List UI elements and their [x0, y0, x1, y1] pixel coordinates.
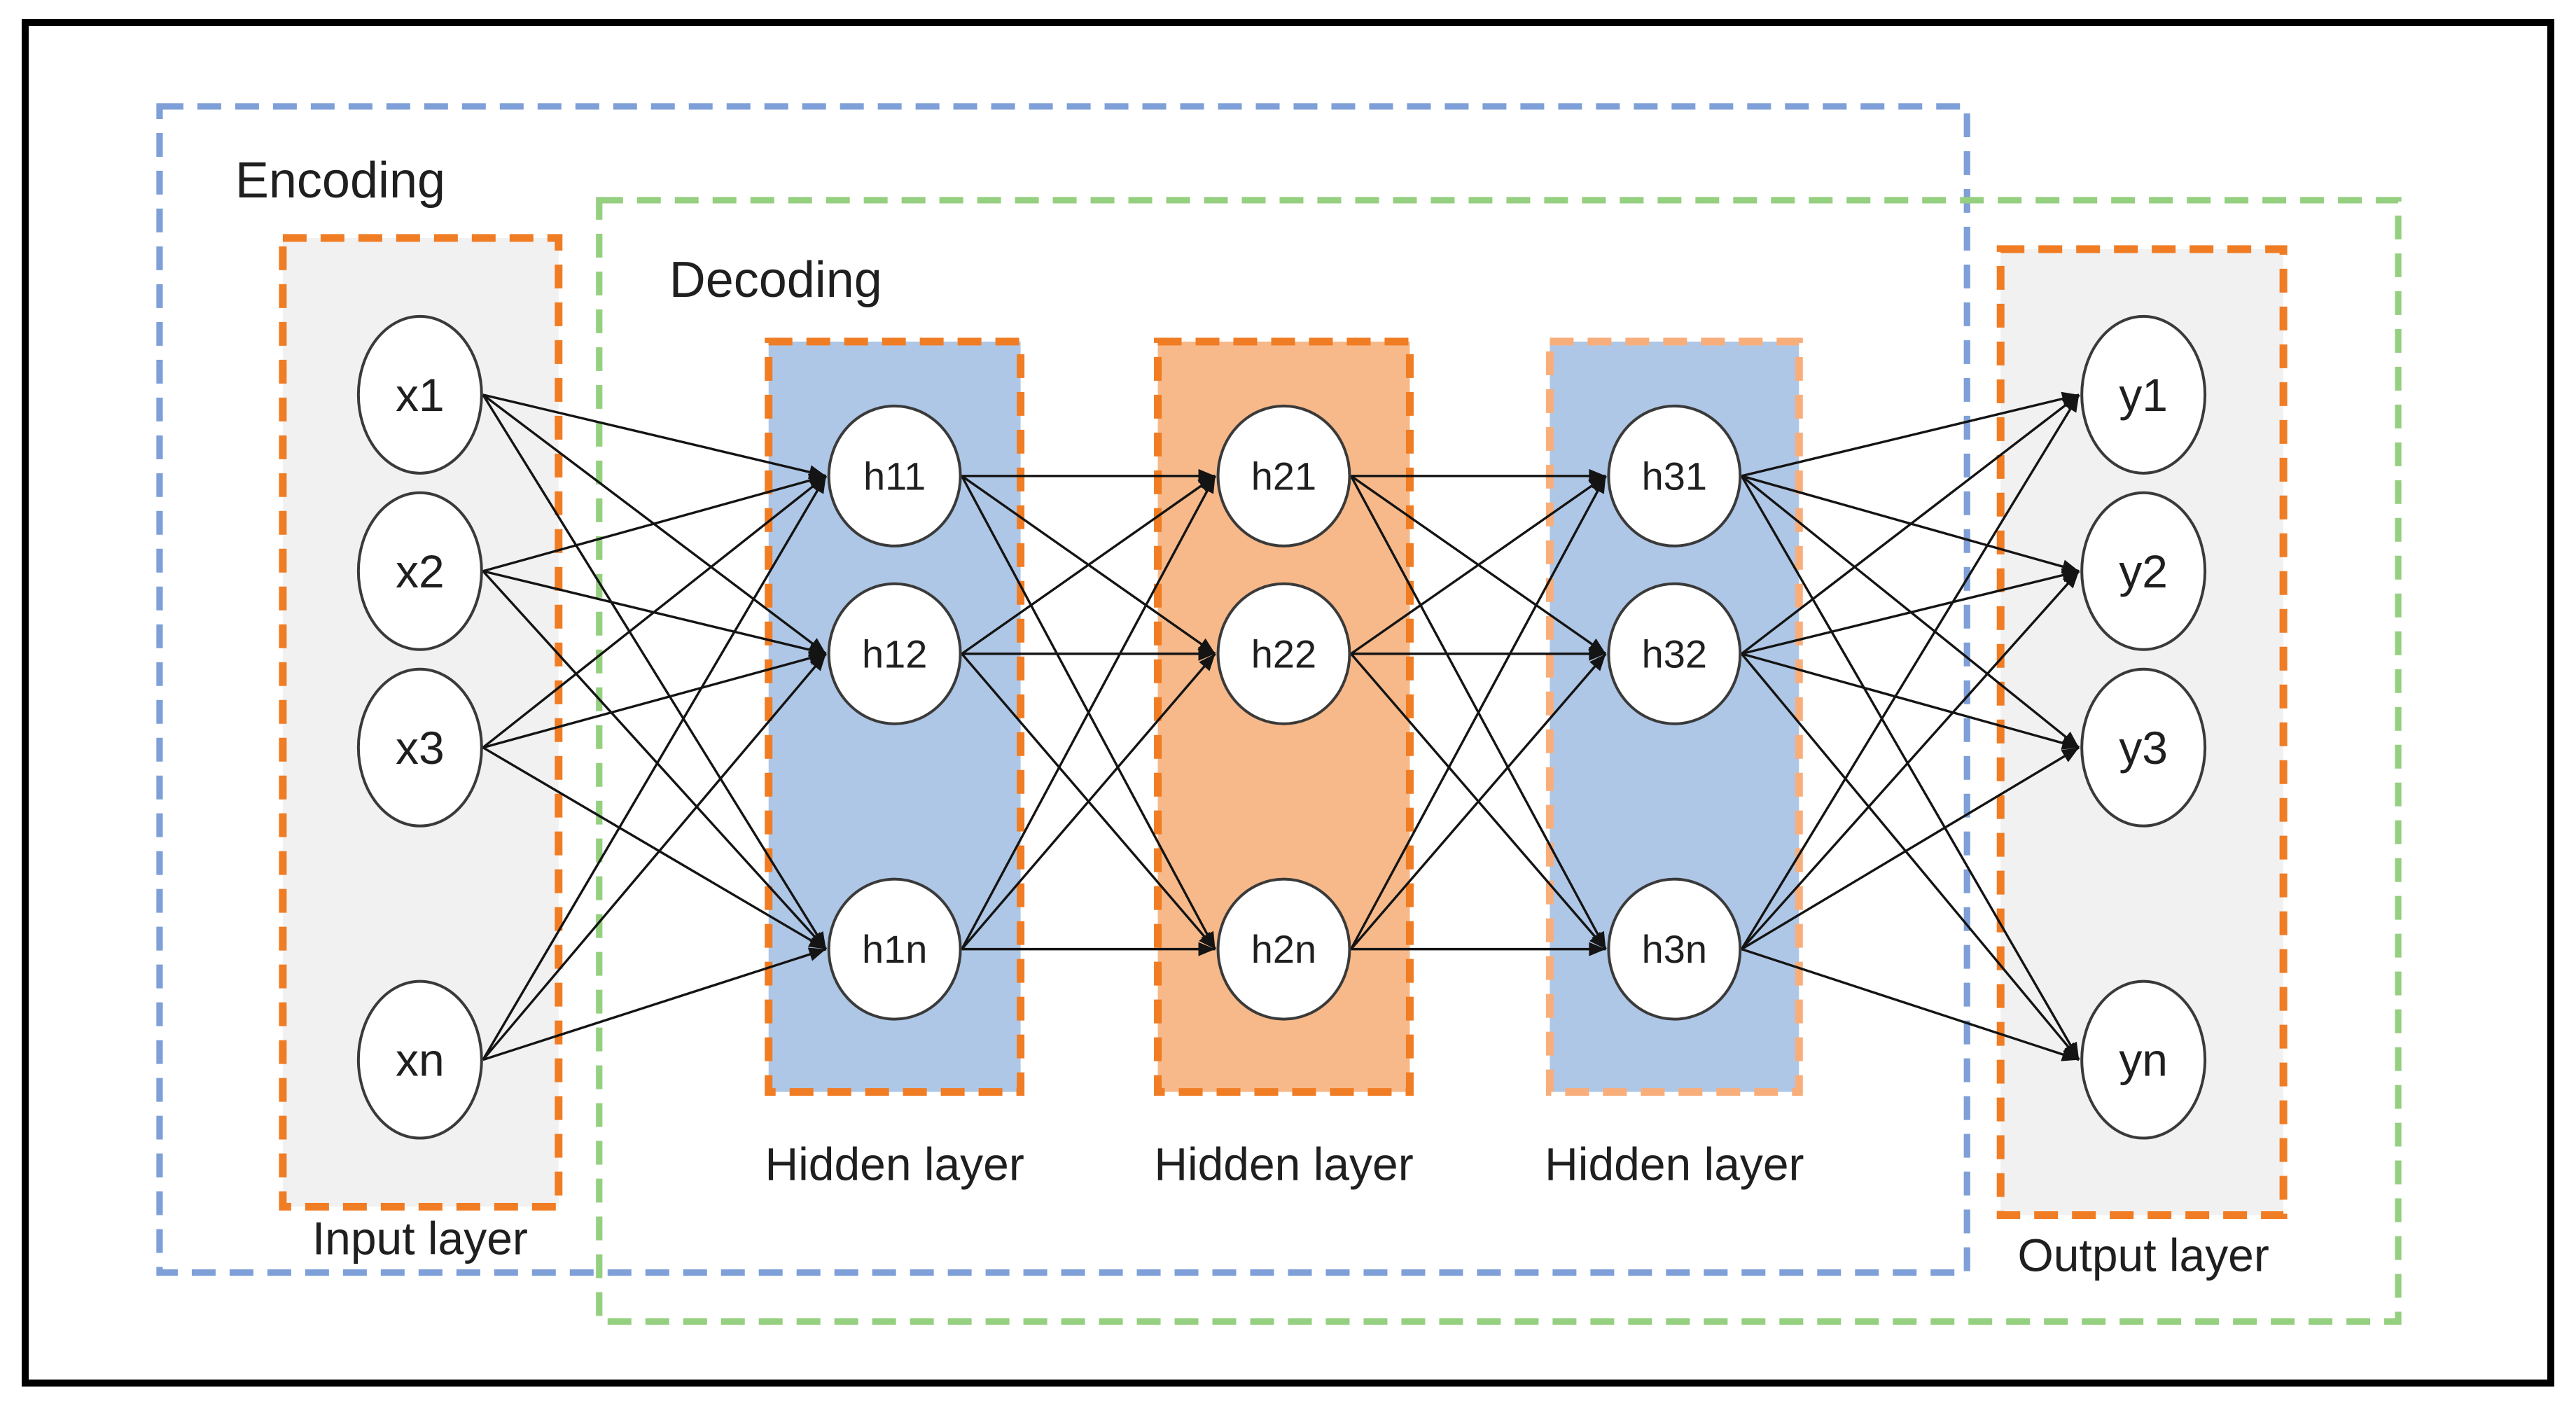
node-h32 — [1607, 582, 1742, 725]
edge-hidden1-to-hidden2 — [961, 653, 1216, 950]
edge-input-to-hidden1 — [482, 570, 827, 950]
node-label-y3: y3 — [2119, 722, 2168, 774]
layer-caption-hidden2: Hidden layer — [1154, 1138, 1413, 1190]
node-label-h3n: h3n — [1642, 927, 1707, 971]
node-label-yn: yn — [2119, 1034, 2168, 1086]
node-label-h22: h22 — [1251, 632, 1316, 676]
edge-hidden3-to-output — [1741, 746, 2080, 951]
edge-hidden3-to-output — [1741, 948, 2080, 1061]
edge-hidden3-to-output — [1741, 391, 2080, 478]
node-h2n — [1216, 877, 1351, 1021]
edge-hidden3-to-output — [1741, 653, 2080, 1061]
node-label-x2: x2 — [396, 545, 445, 597]
node-y2 — [2080, 491, 2207, 651]
edge-input-to-hidden1 — [482, 746, 827, 951]
node-label-h11: h11 — [863, 454, 926, 498]
layer-captions: Input layer Hidden layer Hidden layer Hidde… — [312, 1138, 2269, 1281]
node-label-y1: y1 — [2119, 369, 2168, 421]
edge-input-to-hidden1 — [482, 393, 828, 950]
edge-hidden3-to-output — [1741, 653, 2080, 750]
node-h31 — [1607, 404, 1742, 548]
edge-hidden2-to-hidden3 — [1349, 475, 1607, 950]
node-y1 — [2080, 314, 2207, 475]
node-h22 — [1216, 582, 1351, 725]
decoding-label: Decoding — [669, 252, 882, 308]
node-h3n — [1607, 877, 1742, 1021]
edge-input-to-hidden1 — [482, 393, 827, 480]
layer-caption-output: Output layer — [2017, 1229, 2269, 1281]
node-x1 — [356, 314, 483, 475]
edge-input-to-hidden1 — [482, 473, 827, 573]
node-h11 — [827, 404, 962, 548]
edge-hidden2-to-hidden3 — [1350, 653, 1607, 950]
node-label-h1n: h1n — [862, 927, 927, 971]
edge-input-to-hidden1 — [482, 651, 827, 749]
node-label-xn: xn — [396, 1034, 445, 1086]
node-label-h12: h12 — [862, 632, 927, 676]
node-h21 — [1216, 404, 1351, 548]
edge-hidden1-to-hidden2 — [961, 475, 1217, 950]
edge-hidden3-to-output — [1740, 393, 2080, 950]
node-x2 — [356, 491, 483, 651]
layer-caption-hidden1: Hidden layer — [765, 1138, 1024, 1190]
node-h12 — [827, 582, 962, 725]
edges — [482, 391, 2080, 1061]
edge-input-to-hidden1 — [482, 947, 827, 1061]
node-h1n — [827, 877, 962, 1021]
edge-hidden1-to-hidden2 — [961, 475, 1216, 655]
edge-hidden3-to-output — [1741, 393, 2080, 655]
edge-input-to-hidden1 — [482, 475, 828, 1061]
node-yn — [2080, 980, 2207, 1140]
node-x3 — [356, 667, 483, 828]
node-label-h2n: h2n — [1251, 927, 1316, 971]
node-label-x1: x1 — [396, 369, 445, 421]
edge-hidden3-to-output — [1741, 570, 2080, 950]
nodes: x1 x2 x3 xn h11 h12 h1n h21 h22 h2n h31 h32 h3n y1 y2 y… — [356, 314, 2207, 1140]
layer-caption-input: Input layer — [312, 1213, 528, 1264]
layer-boxes — [279, 234, 2288, 1220]
node-label-x3: x3 — [396, 722, 445, 774]
encoding-region-box — [156, 103, 1970, 1276]
encoding-label: Encoding — [235, 153, 445, 209]
edge-hidden3-to-output — [1740, 475, 2080, 1061]
node-label-y2: y2 — [2119, 545, 2168, 597]
node-label-h32: h32 — [1642, 632, 1707, 676]
layer-caption-hidden3: Hidden layer — [1545, 1138, 1804, 1190]
edge-hidden3-to-output — [1741, 568, 2080, 655]
edge-input-to-hidden1 — [482, 475, 827, 749]
node-label-h31: h31 — [1642, 454, 1707, 498]
edge-hidden2-to-hidden3 — [1350, 475, 1607, 655]
edge-input-to-hidden1 — [482, 653, 827, 1061]
node-xn — [356, 980, 483, 1140]
node-label-h21: h21 — [1251, 454, 1316, 498]
node-y3 — [2080, 667, 2207, 828]
outer-border — [21, 18, 2555, 1387]
decoding-region-box — [596, 197, 2402, 1325]
